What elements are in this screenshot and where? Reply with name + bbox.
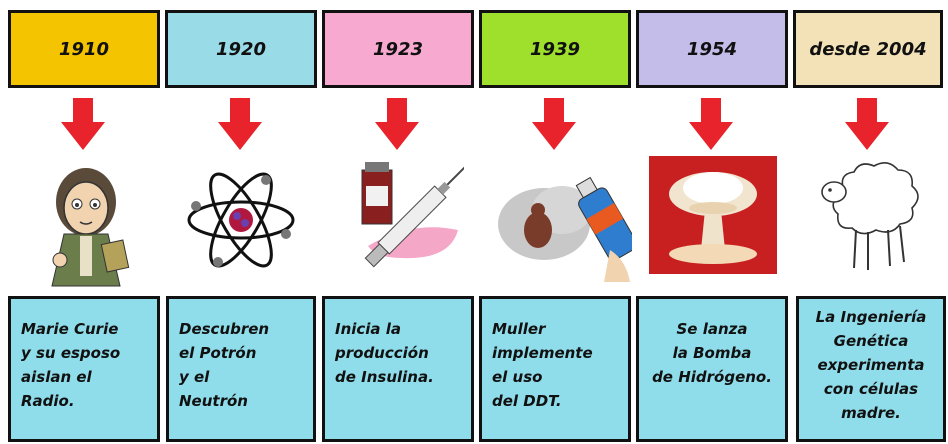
down-arrow-icon: [375, 98, 419, 150]
event-description-1920: Descubren el Potrón y el Neutrón: [166, 296, 316, 442]
year-box-1923: 1923: [322, 10, 474, 88]
cloned-sheep: [821, 162, 919, 270]
year-label: 1954: [686, 38, 738, 60]
year-box-1920: 1920: [165, 10, 317, 88]
year-box-1910: 1910: [8, 10, 160, 88]
ddt-spray: [498, 176, 632, 282]
year-label: 1910: [58, 38, 110, 60]
down-arrow-icon: [218, 98, 262, 150]
year-label: 1923: [372, 38, 424, 60]
year-box-1939: 1939: [479, 10, 631, 88]
year-label: 1920: [215, 38, 267, 60]
mushroom-cloud: [649, 156, 777, 274]
marie-curie-caricature: [51, 168, 130, 287]
down-arrow-icon: [532, 98, 576, 150]
down-arrow-icon: [61, 98, 105, 150]
event-description-1954: Se lanza la Bomba de Hidrógeno.: [636, 296, 788, 442]
event-description-1939: Muller implemente el uso del DDT.: [479, 296, 631, 442]
atom-icon: [187, 172, 295, 268]
event-description-1910: Marie Curie y su esposo aislan el Radio.: [8, 296, 160, 442]
year-label: desde 2004: [809, 38, 927, 60]
year-label: 1939: [529, 38, 581, 60]
year-box-1954: 1954: [636, 10, 788, 88]
event-description-2004: La Ingeniería Genética experimenta con c…: [796, 296, 946, 442]
down-arrow-icon: [689, 98, 733, 150]
event-description-1923: Inicia la producción de Insulina.: [322, 296, 474, 442]
year-box-2004: desde 2004: [793, 10, 943, 88]
down-arrow-icon: [845, 98, 889, 150]
insulin-syringe: [361, 162, 464, 268]
